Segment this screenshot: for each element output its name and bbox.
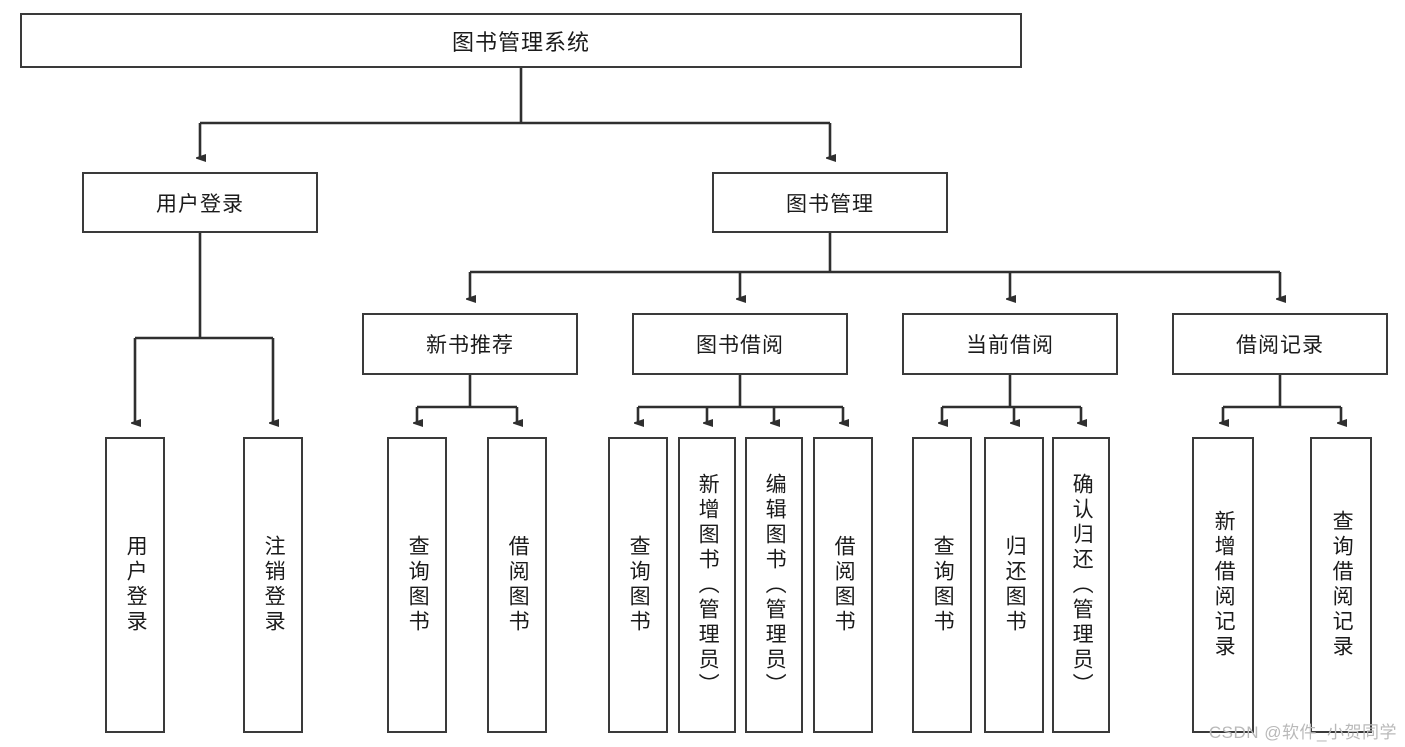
node-book-borrow-label: 图书借阅 <box>696 334 784 357</box>
node-leaf-return-book[interactable]: 归还图书 <box>984 437 1044 733</box>
node-leaf-edit-book-label: 编辑图书（管理员） <box>763 472 787 698</box>
node-leaf-query-book-1[interactable]: 查询图书 <box>387 437 447 733</box>
node-root-label: 图书管理系统 <box>451 29 590 55</box>
node-leaf-user-login-label: 用户登录 <box>124 535 148 635</box>
node-new-book-rec[interactable]: 新书推荐 <box>362 313 578 375</box>
node-root[interactable]: 图书管理系统 <box>20 13 1022 68</box>
node-leaf-borrow-book-1[interactable]: 借阅图书 <box>487 437 547 733</box>
node-borrow-record-label: 借阅记录 <box>1236 334 1324 357</box>
node-leaf-confirm-return-label: 确认归还（管理员） <box>1070 472 1094 698</box>
node-leaf-user-login[interactable]: 用户登录 <box>105 437 165 733</box>
node-leaf-query-book-3-label: 查询图书 <box>931 535 955 635</box>
node-book-manage-label: 图书管理 <box>786 192 874 216</box>
node-borrow-record[interactable]: 借阅记录 <box>1172 313 1388 375</box>
node-leaf-user-logout-label: 注销登录 <box>262 535 286 635</box>
node-leaf-query-book-1-label: 查询图书 <box>406 535 430 635</box>
node-leaf-borrow-book-1-label: 借阅图书 <box>506 535 530 635</box>
node-leaf-add-book[interactable]: 新增图书（管理员） <box>678 437 736 733</box>
node-leaf-query-record-label: 查询借阅记录 <box>1330 510 1354 660</box>
node-leaf-add-book-label: 新增图书（管理员） <box>696 472 720 698</box>
node-current-borrow[interactable]: 当前借阅 <box>902 313 1118 375</box>
node-leaf-query-book-2[interactable]: 查询图书 <box>608 437 668 733</box>
node-leaf-borrow-book-2[interactable]: 借阅图书 <box>813 437 873 733</box>
node-book-manage[interactable]: 图书管理 <box>712 172 948 233</box>
node-leaf-query-book-2-label: 查询图书 <box>627 535 651 635</box>
node-leaf-edit-book[interactable]: 编辑图书（管理员） <box>745 437 803 733</box>
node-book-borrow[interactable]: 图书借阅 <box>632 313 848 375</box>
node-leaf-user-logout[interactable]: 注销登录 <box>243 437 303 733</box>
node-current-borrow-label: 当前借阅 <box>966 334 1054 357</box>
watermark-text: CSDN @软件_小贺同学 <box>1208 723 1397 742</box>
node-leaf-add-record[interactable]: 新增借阅记录 <box>1192 437 1254 733</box>
node-new-book-rec-label: 新书推荐 <box>426 334 514 357</box>
node-leaf-query-record[interactable]: 查询借阅记录 <box>1310 437 1372 733</box>
node-leaf-query-book-3[interactable]: 查询图书 <box>912 437 972 733</box>
node-user-login-label: 用户登录 <box>156 192 244 216</box>
node-leaf-confirm-return[interactable]: 确认归还（管理员） <box>1052 437 1110 733</box>
node-leaf-add-record-label: 新增借阅记录 <box>1212 510 1236 660</box>
node-leaf-return-book-label: 归还图书 <box>1003 535 1027 635</box>
node-user-login[interactable]: 用户登录 <box>82 172 318 233</box>
node-leaf-borrow-book-2-label: 借阅图书 <box>832 535 856 635</box>
